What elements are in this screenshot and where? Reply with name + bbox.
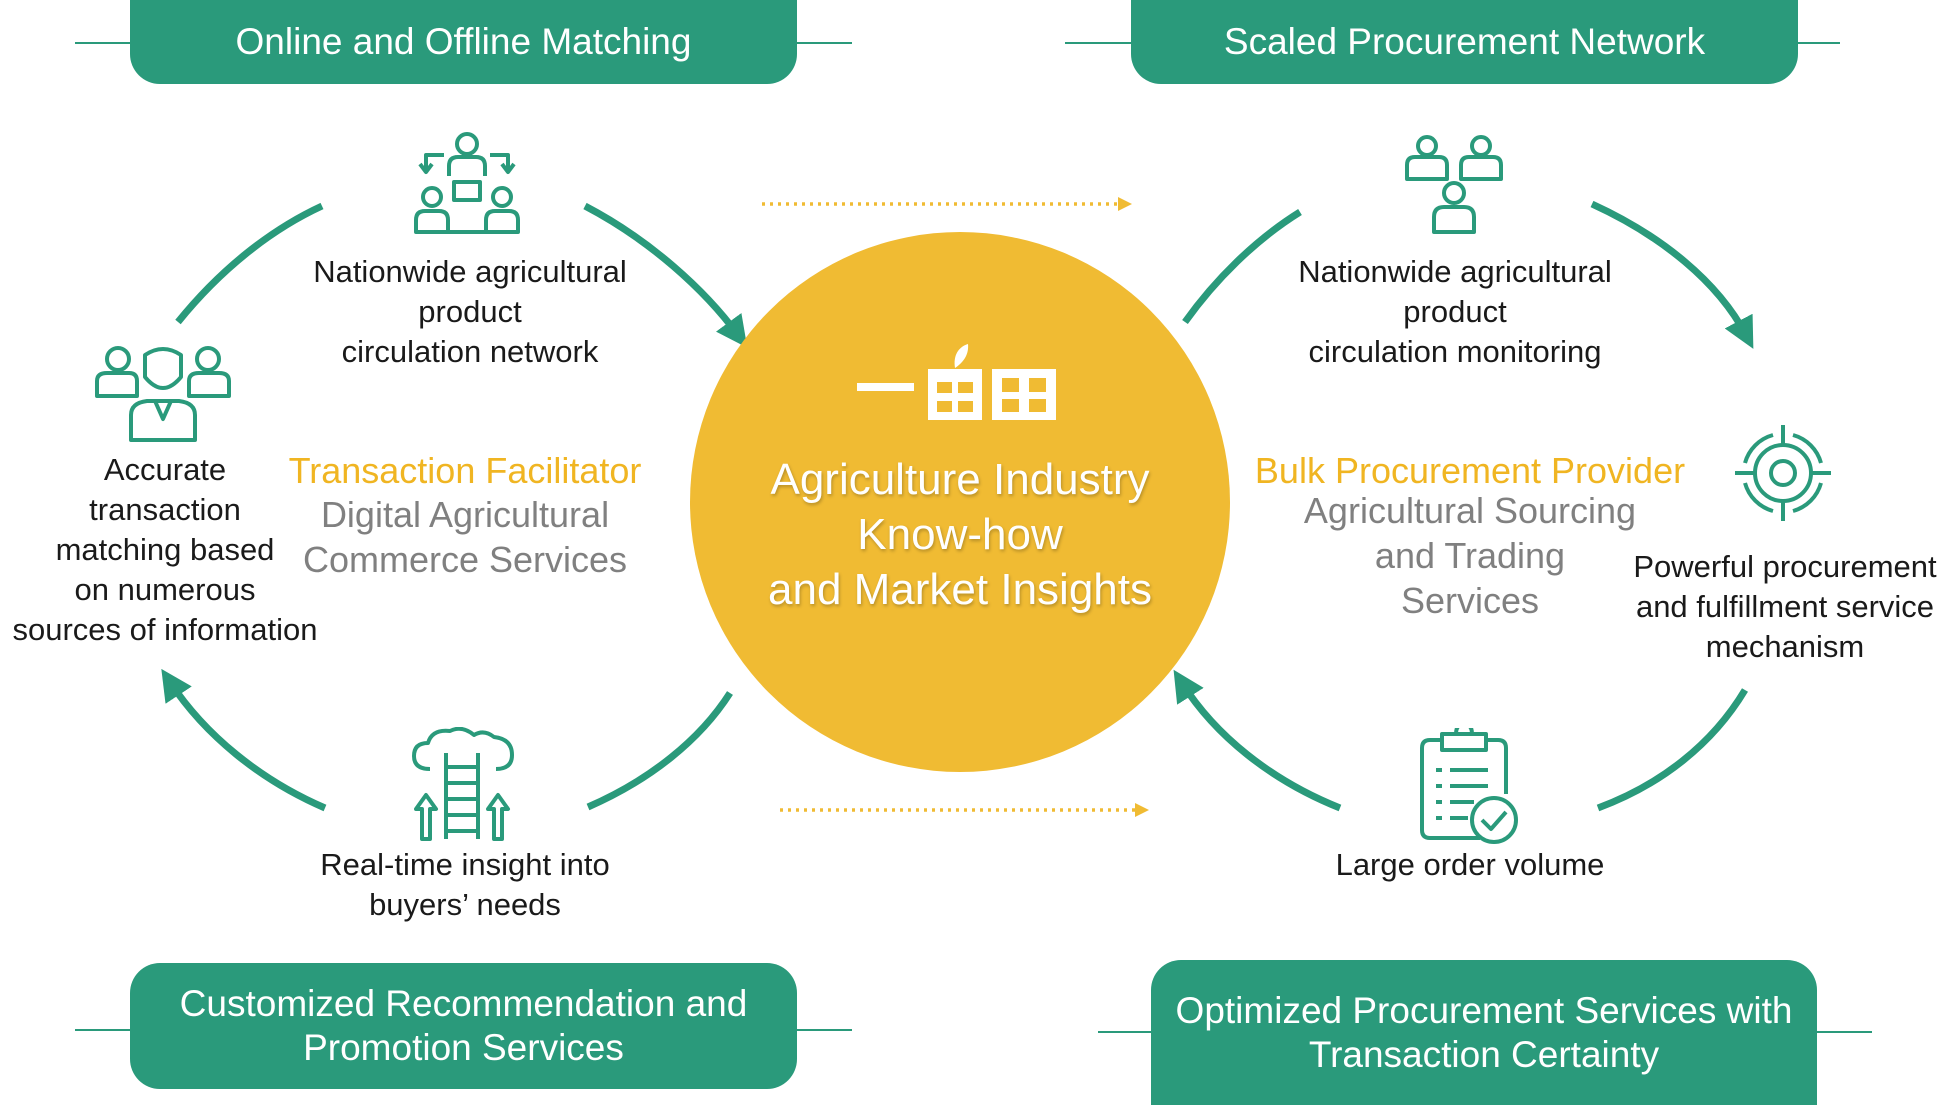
- right-service-line2: and Trading: [1374, 535, 1566, 576]
- pill-scaled-procurement-network: Scaled Procurement Network: [1131, 0, 1798, 84]
- right-service-label: Agricultural Sourcing and Trading Servic…: [1270, 488, 1670, 623]
- pill-label-line2: Promotion Services: [303, 1027, 624, 1068]
- center-title: Agriculture Industry Know-how and Market…: [700, 452, 1220, 617]
- people-group-icon: [1405, 135, 1503, 234]
- arc-top-right-left: [583, 202, 748, 348]
- left-top-line3: circulation network: [341, 333, 599, 369]
- left-top-item: Nationwide agricultural product circulat…: [270, 252, 670, 372]
- right-top-line3: circulation monitoring: [1308, 333, 1602, 369]
- logo-icon: [857, 344, 1056, 420]
- right-bottom-item: Large order volume: [1280, 845, 1660, 885]
- arc-bottom-left-right: [1173, 669, 1342, 812]
- right-side-line1: Powerful procurement: [1633, 549, 1937, 584]
- team-icon: [95, 346, 231, 442]
- pill-label-line2: Transaction Certainty: [1308, 1033, 1660, 1075]
- left-side-line2: transaction: [89, 491, 241, 527]
- pill-online-offline-matching: Online and Offline Matching: [130, 0, 797, 84]
- pill-label-line1: Customized Recommendation and: [179, 983, 748, 1025]
- left-bottom-line2: buyers’ needs: [369, 886, 561, 922]
- left-side-line4: on numerous: [74, 571, 256, 607]
- left-top-line2: product: [418, 293, 522, 329]
- center-line3: and Market Insights: [768, 565, 1152, 614]
- pill-label: Scaled Procurement Network: [1223, 21, 1706, 63]
- left-bottom-line1: Real-time insight into: [320, 847, 610, 882]
- pill-label: Online and Offline Matching: [235, 21, 692, 63]
- left-side-line1: Accurate: [103, 452, 227, 487]
- arc-top-left-right: [1182, 209, 1302, 325]
- left-side-line3: matching based: [55, 531, 275, 567]
- left-bottom-item: Real-time insight into buyers’ needs: [270, 845, 660, 925]
- arc-top-right: [1590, 200, 1754, 349]
- right-role-label: Bulk Procurement Provider: [1254, 450, 1686, 491]
- target-icon: [1735, 425, 1831, 521]
- arc-bottom-right: [1596, 688, 1749, 812]
- left-side-item: Accurate transaction matching based on n…: [0, 450, 330, 650]
- arc-bottom-right-left: [586, 691, 733, 811]
- right-top-line2: product: [1403, 293, 1507, 329]
- left-service-line2: Commerce Services: [302, 539, 628, 580]
- arc-top-left: [175, 202, 324, 325]
- right-top-item: Nationwide agricultural product circulat…: [1255, 252, 1655, 372]
- center-circle: [690, 232, 1230, 772]
- center-line2: Know-how: [857, 510, 1063, 559]
- right-side-line3: mechanism: [1705, 628, 1865, 664]
- right-service-line1: Agricultural Sourcing: [1303, 490, 1637, 531]
- left-top-line1: Nationwide agricultural: [313, 254, 627, 289]
- clipboard-check-icon: [1420, 728, 1518, 844]
- right-service-line3: Services: [1400, 580, 1540, 621]
- right-side-line2: and fulfillment service: [1635, 588, 1935, 624]
- center-line1: Agriculture Industry: [770, 455, 1150, 504]
- arc-bottom-left: [161, 668, 327, 812]
- right-top-line1: Nationwide agricultural: [1298, 254, 1612, 289]
- pill-customized-recommendation: Customized Recommendation and Promotion …: [130, 963, 797, 1089]
- left-service-label: Digital Agricultural Commerce Services: [265, 492, 665, 582]
- left-side-line5: sources of information: [12, 611, 318, 647]
- people-network-icon: [414, 132, 520, 234]
- left-role-label: Transaction Facilitator: [288, 450, 642, 491]
- right-side-item: Powerful procurement and fulfillment ser…: [1610, 547, 1950, 667]
- cloud-ladder-icon: [412, 727, 514, 841]
- pill-label-line1: Optimized Procurement Services with: [1175, 989, 1793, 1031]
- right-bottom-line1: Large order volume: [1335, 847, 1605, 882]
- left-service-line1: Digital Agricultural: [320, 494, 610, 535]
- pill-optimized-procurement: Optimized Procurement Services with Tran…: [1151, 960, 1817, 1105]
- pill-side-lines: [75, 42, 1872, 1033]
